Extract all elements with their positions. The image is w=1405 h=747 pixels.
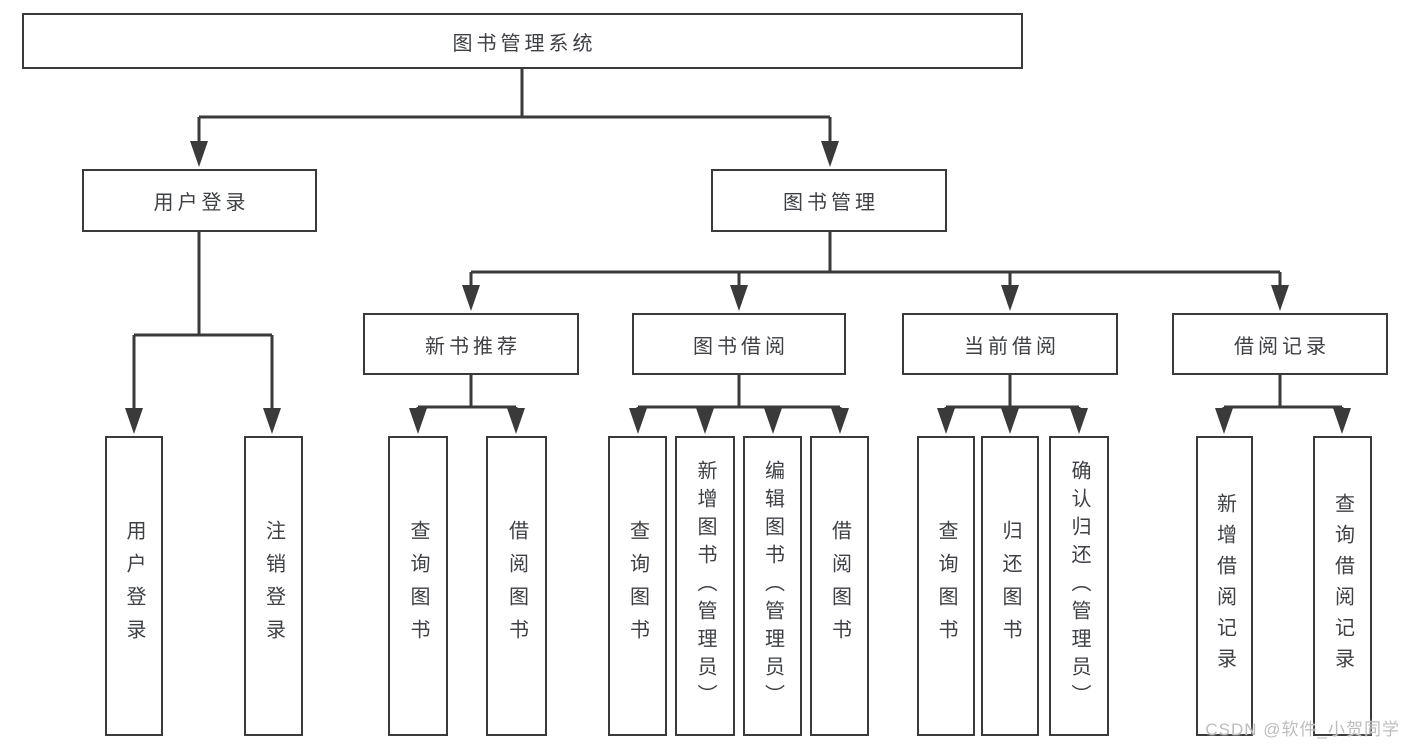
node-book-borrowing: 图书借阅 [632, 313, 846, 375]
leaf-label: 注销登录 [262, 520, 285, 652]
arrowhead-icon [696, 408, 714, 434]
leaf-label: 编辑图书（管理员） [761, 460, 784, 712]
arrowhead-icon [1333, 408, 1351, 434]
node-user-login: 用户登录 [82, 169, 317, 232]
connector-root-to-level1 [190, 69, 839, 167]
node-current-borrowing: 当前借阅 [902, 313, 1118, 375]
arrowhead-icon [190, 141, 208, 167]
node-book-management: 图书管理 [711, 169, 947, 232]
leaf-logout: 注销登录 [244, 436, 303, 736]
arrowhead-icon [462, 285, 480, 311]
connector-new-book-recommend-children [409, 375, 525, 434]
arrowhead-icon [831, 408, 849, 434]
connector-current-borrowing-children [937, 375, 1088, 434]
arrowhead-icon [1001, 408, 1019, 434]
leaf-query-books-borrowing: 查询图书 [608, 436, 667, 736]
leaf-label: 确认归还（管理员） [1068, 460, 1090, 712]
arrowhead-icon [1001, 285, 1019, 311]
arrowhead-icon [1070, 408, 1088, 434]
leaf-label: 新增借阅记录 [1213, 493, 1236, 679]
arrowhead-icon [821, 141, 839, 167]
node-root-system: 图书管理系统 [22, 13, 1023, 69]
leaf-return-books: 归还图书 [981, 436, 1039, 736]
arrowhead-icon [937, 408, 955, 434]
leaf-label: 借阅图书 [505, 520, 528, 652]
leaf-label: 查询图书 [626, 520, 649, 652]
leaf-add-books-admin: 新增图书（管理员） [675, 436, 735, 736]
leaf-borrow-books: 借阅图书 [810, 436, 869, 736]
leaf-label: 新增图书（管理员） [694, 460, 716, 712]
leaf-confirm-return-admin: 确认归还（管理员） [1049, 436, 1109, 736]
leaf-label: 用户登录 [123, 520, 145, 652]
leaf-label: 归还图书 [999, 520, 1021, 652]
arrowhead-icon [764, 408, 782, 434]
connector-book-borrowing-children [629, 375, 849, 434]
connector-book-management-children [462, 232, 1289, 311]
arrowhead-icon [1271, 285, 1289, 311]
arrowhead-icon [507, 408, 525, 434]
arrowhead-icon [409, 408, 427, 434]
node-new-book-recommend: 新书推荐 [363, 313, 579, 375]
leaf-label: 查询图书 [935, 520, 957, 652]
leaf-query-borrow-record: 查询借阅记录 [1313, 436, 1372, 736]
leaf-query-books-current: 查询图书 [917, 436, 975, 736]
connector-borrowing-records-children [1215, 375, 1351, 434]
leaf-label: 借阅图书 [828, 520, 851, 652]
leaf-label: 查询图书 [407, 520, 429, 652]
csdn-watermark: CSDN @软件_小贺同学 [1205, 720, 1400, 739]
arrowhead-icon [629, 408, 647, 434]
leaf-label: 查询借阅记录 [1331, 493, 1354, 679]
arrowhead-icon [125, 408, 143, 434]
connector-user-login-children [125, 232, 281, 434]
leaf-add-borrow-record: 新增借阅记录 [1196, 436, 1253, 736]
node-borrowing-records: 借阅记录 [1172, 313, 1388, 375]
leaf-user-login: 用户登录 [105, 436, 163, 736]
leaf-edit-books-admin: 编辑图书（管理员） [743, 436, 802, 736]
leaf-query-books-recommend: 查询图书 [388, 436, 448, 736]
arrowhead-icon [263, 408, 281, 434]
arrowhead-icon [730, 285, 748, 311]
leaf-borrow-books-recommend: 借阅图书 [486, 436, 547, 736]
arrowhead-icon [1215, 408, 1233, 434]
